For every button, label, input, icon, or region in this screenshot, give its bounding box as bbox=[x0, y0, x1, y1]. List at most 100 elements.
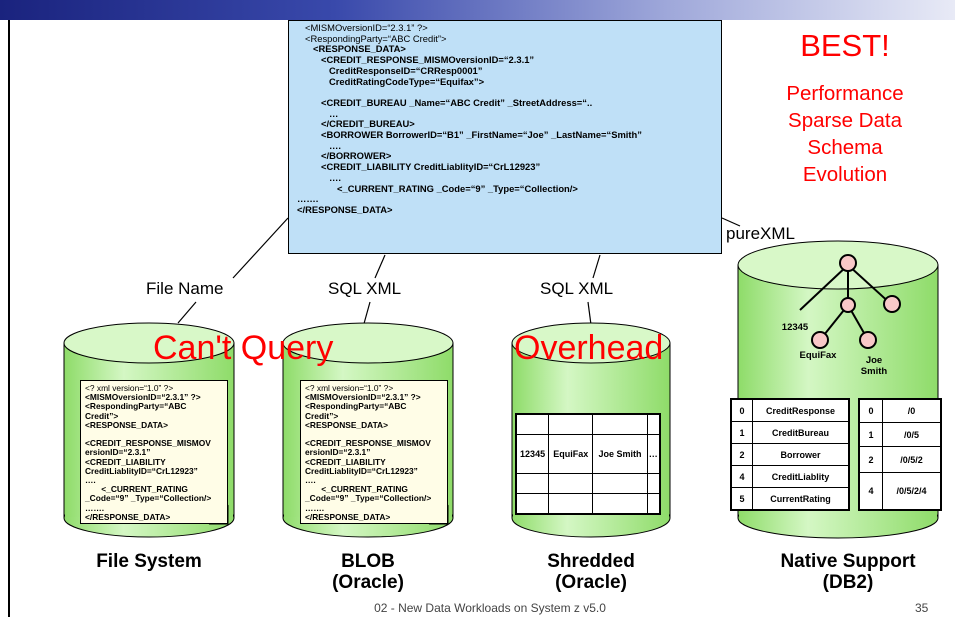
shredded-cell bbox=[592, 473, 648, 494]
shredded-cell bbox=[646, 493, 661, 515]
doc-line: <CREDIT_LIABILITY bbox=[85, 456, 166, 467]
table-row: 0/0 bbox=[858, 398, 942, 423]
path-cell: 4 bbox=[858, 472, 883, 511]
doc-line: _Code=“9” _Type=“Collection/> bbox=[305, 493, 432, 504]
doc-file-system: <? xml version=“1.0” ?><MISMOversionID=“… bbox=[80, 380, 228, 524]
cant-query-text: Can't Query bbox=[153, 329, 334, 367]
title-shredded-text: Shredded bbox=[547, 551, 635, 572]
node-cell: 2 bbox=[730, 443, 753, 466]
doc-line: </RESPONSE_DATA> bbox=[305, 511, 391, 522]
path-cell: 1 bbox=[858, 422, 883, 447]
table-row bbox=[515, 413, 661, 435]
title-blob-text: BLOB bbox=[341, 551, 395, 572]
doc-line: <MISMOversionID=“2.3.1” ?> bbox=[85, 392, 201, 403]
path-cell: /0/5/2/4 bbox=[882, 472, 942, 511]
shredded-cell bbox=[548, 493, 594, 515]
page-number: 35 bbox=[915, 601, 929, 615]
label-pure-xml: pureXML bbox=[726, 224, 795, 243]
connector-sql-xml-2 bbox=[592, 254, 601, 279]
node-cell: CurrentRating bbox=[752, 487, 850, 511]
title-file-system-text: File System bbox=[96, 551, 202, 572]
xml-line: …. bbox=[329, 139, 341, 151]
doc-line: <RESPONSE_DATA> bbox=[305, 419, 388, 430]
xml-line: </BORROWER> bbox=[321, 150, 392, 162]
best-heading: BEST! bbox=[800, 28, 890, 63]
connector-pure-xml bbox=[721, 217, 741, 227]
doc-line: <_CURRENT_RATING bbox=[305, 484, 408, 495]
label-file-name: File Name bbox=[146, 279, 224, 298]
title-native-text: Native Support bbox=[780, 551, 916, 572]
tree-node-mid bbox=[840, 297, 856, 313]
doc-line: <MISMOversionID=“2.3.1” ?> bbox=[305, 392, 421, 403]
doc-line: <? xml version=“1.0” ?> bbox=[305, 383, 394, 393]
table-row bbox=[515, 473, 661, 494]
tree-label-right: Joe Smith bbox=[860, 355, 888, 377]
doc-line: Credit”> bbox=[85, 410, 119, 421]
benefit-item: Performance bbox=[786, 82, 904, 105]
xml-line: <CREDIT_RESPONSE_MISMOversionID=“2.3.1” bbox=[321, 54, 535, 66]
doc-line: </RESPONSE_DATA> bbox=[85, 511, 171, 522]
benefit-item: Schema bbox=[807, 136, 883, 159]
doc-line: <RespondingParty=“ABC bbox=[305, 401, 407, 412]
xml-line: <RESPONSE_DATA> bbox=[313, 43, 406, 55]
overhead-text: Overhead bbox=[514, 329, 664, 367]
shredded-cell bbox=[646, 473, 661, 494]
shredded-cell: … bbox=[646, 434, 661, 474]
node-cell: CreditLiablity bbox=[752, 465, 850, 488]
shredded-cell bbox=[548, 473, 594, 494]
title-file-system: File System bbox=[64, 551, 234, 572]
doc-line: …. bbox=[305, 475, 316, 486]
doc-line: ersionID=“2.3.1” bbox=[85, 447, 151, 458]
doc-line: CreditLiablityID=“CrL12923” bbox=[85, 465, 198, 476]
left-border-line bbox=[8, 20, 10, 617]
xml-line: <CREDIT_BUREAU _Name=“ABC Credit” _Stree… bbox=[321, 96, 593, 108]
xml-line: </RESPONSE_DATA> bbox=[297, 203, 393, 215]
tree-label-left: EquiFax bbox=[799, 350, 837, 361]
shredded-cell bbox=[515, 473, 550, 494]
xml-line: CreditRatingCodeType=“Equifax”> bbox=[329, 75, 485, 87]
label-sql-xml-1: SQL XML bbox=[328, 279, 402, 298]
doc-line: <CREDIT_RESPONSE_MISMOV bbox=[305, 438, 431, 449]
tree-node-root bbox=[839, 254, 857, 272]
connector-file-name bbox=[232, 217, 289, 279]
table-row: 1/0/5 bbox=[858, 422, 942, 447]
table-row bbox=[515, 493, 661, 515]
xml-line: … bbox=[329, 107, 339, 119]
node-cell: 4 bbox=[730, 465, 753, 488]
xml-line: <MISMOversionID=“2.3.1” ?> bbox=[305, 22, 428, 33]
xml-line: ……. bbox=[297, 193, 319, 205]
xml-document-box: <MISMOversionID=“2.3.1” ?><RespondingPar… bbox=[288, 20, 722, 254]
label-sql-xml-2: SQL XML bbox=[540, 279, 614, 298]
doc-line: ……. bbox=[305, 502, 325, 513]
benefit-item: Evolution bbox=[802, 163, 888, 186]
doc-line: <_CURRENT_RATING bbox=[85, 484, 188, 495]
shredded-cell bbox=[515, 493, 550, 515]
doc-line: <CREDIT_LIABILITY bbox=[305, 456, 386, 467]
tree-node-right-leaf bbox=[859, 331, 877, 349]
connector-sql-xml-1 bbox=[374, 254, 386, 279]
xml-line: <CREDIT_LIABILITY CreditLiablityID=“CrL1… bbox=[321, 161, 541, 173]
tree-node-right bbox=[883, 295, 901, 313]
node-cell: 0 bbox=[730, 398, 753, 422]
doc-line: ……. bbox=[85, 502, 105, 513]
shredded-cell: EquiFax bbox=[548, 434, 594, 474]
title-shredded: Shredded (Oracle) bbox=[520, 551, 662, 593]
xml-line: <RespondingParty=“ABC Credit”> bbox=[305, 32, 447, 44]
path-cell: /0/5/2 bbox=[882, 446, 942, 473]
table-row: 2/0/5/2 bbox=[858, 446, 942, 473]
node-cell: 5 bbox=[730, 487, 753, 511]
doc-line: <? xml version=“1.0” ?> bbox=[85, 383, 174, 393]
node-cell: CreditResponse bbox=[752, 398, 850, 422]
path-cell: 0 bbox=[858, 398, 883, 423]
title-native: Native Support (DB2) bbox=[758, 551, 938, 593]
